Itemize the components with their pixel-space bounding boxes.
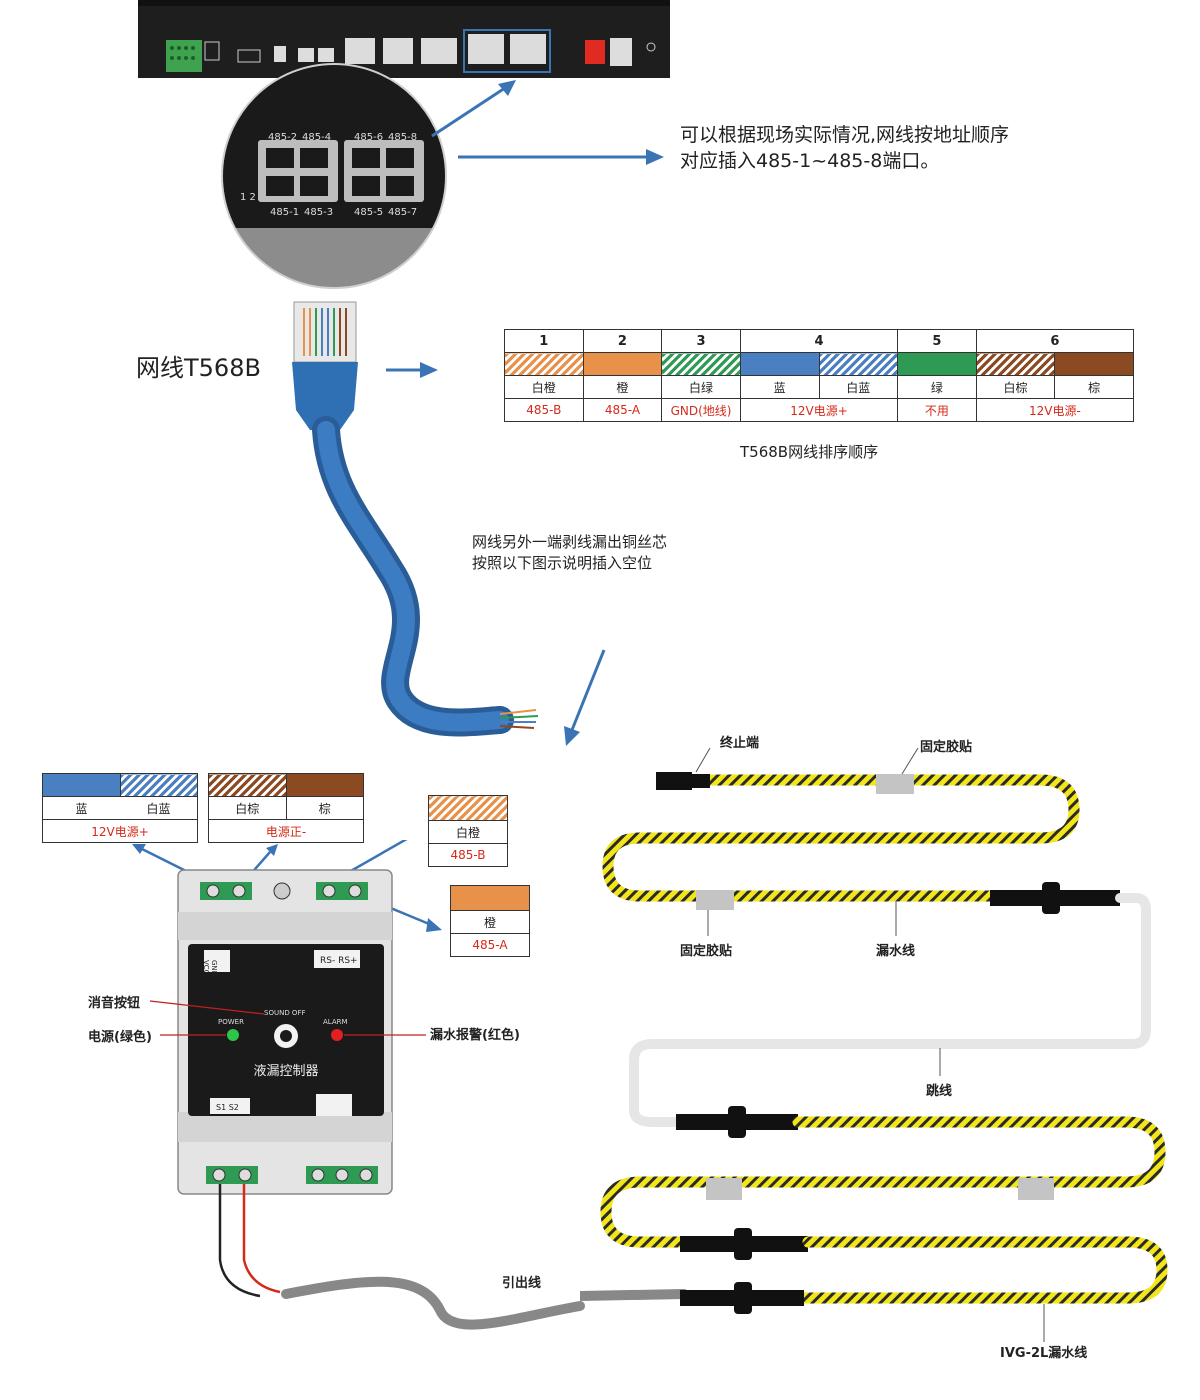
instruction-top-line1: 可以根据现场实际情况,网线按地址顺序 xyxy=(680,124,1010,146)
instruction-mid-line1: 网线另外一端剥线漏出铜丝芯 xyxy=(472,533,668,551)
jumper-label: 跳线 xyxy=(926,1084,953,1099)
color-name: 橙 xyxy=(582,375,663,399)
tape-label-2: 固定胶贴 xyxy=(680,944,733,959)
alarm-callout: 漏水报警(红色) xyxy=(430,1028,520,1043)
function-label: 不用 xyxy=(897,398,977,422)
wire-color: 蓝 xyxy=(42,796,120,820)
color-name: 棕 xyxy=(1054,375,1134,399)
color-name: 蓝 xyxy=(739,375,820,399)
controller-illustration: VCC GND RS- RS+ POWER SOUND OFF ALARM 液漏… xyxy=(132,840,585,1330)
wire-box-power-minus: 白棕棕 电源正- xyxy=(208,773,364,843)
leak-sensor-cable xyxy=(580,747,1168,1342)
col-header: 3 xyxy=(661,329,741,353)
color-name: 白棕 xyxy=(975,375,1056,399)
instruction-top-line2: 对应插入485-1~485-8端口。 xyxy=(680,150,940,172)
side-label: 1 2 xyxy=(240,192,256,203)
cable-label: 网线T568B xyxy=(136,354,261,382)
swatch-white-blue xyxy=(818,352,899,376)
port-label: 485-1 xyxy=(270,207,299,218)
function-label: 485-A xyxy=(582,398,663,422)
wire-color: 白棕 xyxy=(208,796,287,820)
port-label: 485-5 xyxy=(354,207,383,218)
terminal-rs: RS- RS+ xyxy=(320,956,358,966)
instruction-mid-line2: 按照以下图示说明插入空位 xyxy=(472,554,653,572)
end-terminal-label: 终止端 xyxy=(720,736,760,751)
wire-color: 白橙 xyxy=(428,820,508,844)
wire-color: 棕 xyxy=(285,796,364,820)
controller-name: 液漏控制器 xyxy=(253,1063,318,1079)
port-label: 485-4 xyxy=(302,132,331,143)
col-header: 5 xyxy=(897,329,977,353)
wire-color: 白蓝 xyxy=(120,796,198,820)
instruction-mid: 网线另外一端剥线漏出铜丝芯 按照以下图示说明插入空位 xyxy=(472,532,667,574)
swatch-blue xyxy=(739,352,820,376)
tape-label-1: 固定胶贴 xyxy=(920,740,973,755)
model-label: IVG-2L漏水线 xyxy=(1000,1346,1088,1361)
wire-function: 12V电源+ xyxy=(42,819,198,843)
leak-wire-label: 漏水线 xyxy=(876,944,916,959)
col-header: 6 xyxy=(975,329,1135,353)
port-label: 485-2 xyxy=(268,132,297,143)
terminal-s1s2: S1 S2 xyxy=(216,1103,239,1112)
mute-callout: 消音按钮 xyxy=(88,996,141,1011)
color-name: 绿 xyxy=(897,375,977,399)
function-label: 485-B xyxy=(504,398,584,422)
alarm-led-label: ALARM xyxy=(323,1018,348,1026)
swatch-orange xyxy=(582,352,663,376)
function-label: 12V电源- xyxy=(975,398,1135,422)
terminal-vcc: VCC xyxy=(202,960,210,975)
col-header: 1 xyxy=(504,329,584,353)
wire-box-485a: 橙 485-A xyxy=(450,885,530,957)
color-name: 白橙 xyxy=(504,375,584,399)
col-header: 4 xyxy=(739,329,899,353)
sound-off-label: SOUND OFF xyxy=(264,1009,306,1017)
color-name: 白蓝 xyxy=(818,375,899,399)
swatch-brown xyxy=(1054,352,1134,376)
function-label: 12V电源+ xyxy=(739,398,899,422)
t568b-table: 1 2 3 4 5 6 白橙 橙 白绿 蓝 白蓝 绿 白棕 棕 485-B 48… xyxy=(504,329,1135,422)
swatch-green xyxy=(897,352,977,376)
wire-box-485b: 白橙 485-B xyxy=(428,795,508,867)
instruction-top: 可以根据现场实际情况,网线按地址顺序 对应插入485-1~485-8端口。 xyxy=(680,122,1009,174)
network-device: 485-2 485-4 485-6 485-8 485-1 485-3 485-… xyxy=(0,0,1200,290)
power-led xyxy=(227,1029,239,1041)
port-label: 485-6 xyxy=(354,132,383,143)
col-header: 2 xyxy=(582,329,663,353)
swatch-white-orange xyxy=(504,352,584,376)
ethernet-cable xyxy=(292,301,606,746)
power-callout: 电源(绿色) xyxy=(88,1030,152,1045)
table-caption: T568B网线排序顺序 xyxy=(740,443,879,461)
lead-callout: 引出线 xyxy=(502,1276,542,1291)
power-led-label: POWER xyxy=(218,1018,244,1026)
swatch-white-brown xyxy=(975,352,1056,376)
wire-function: 电源正- xyxy=(208,819,364,843)
port-label: 485-3 xyxy=(304,207,333,218)
function-label: GND(地线) xyxy=(661,398,741,422)
wire-function: 485-B xyxy=(428,843,508,867)
color-name: 白绿 xyxy=(661,375,741,399)
wire-box-power-plus: 蓝白蓝 12V电源+ xyxy=(42,773,198,843)
port-label: 485-7 xyxy=(388,207,417,218)
terminal-gnd: GND xyxy=(210,960,218,976)
port-label: 485-8 xyxy=(388,132,417,143)
wire-function: 485-A xyxy=(450,933,530,957)
swatch-white-green xyxy=(661,352,741,376)
alarm-led xyxy=(331,1029,343,1041)
device-illustration: 485-2 485-4 485-6 485-8 485-1 485-3 485-… xyxy=(138,0,670,289)
